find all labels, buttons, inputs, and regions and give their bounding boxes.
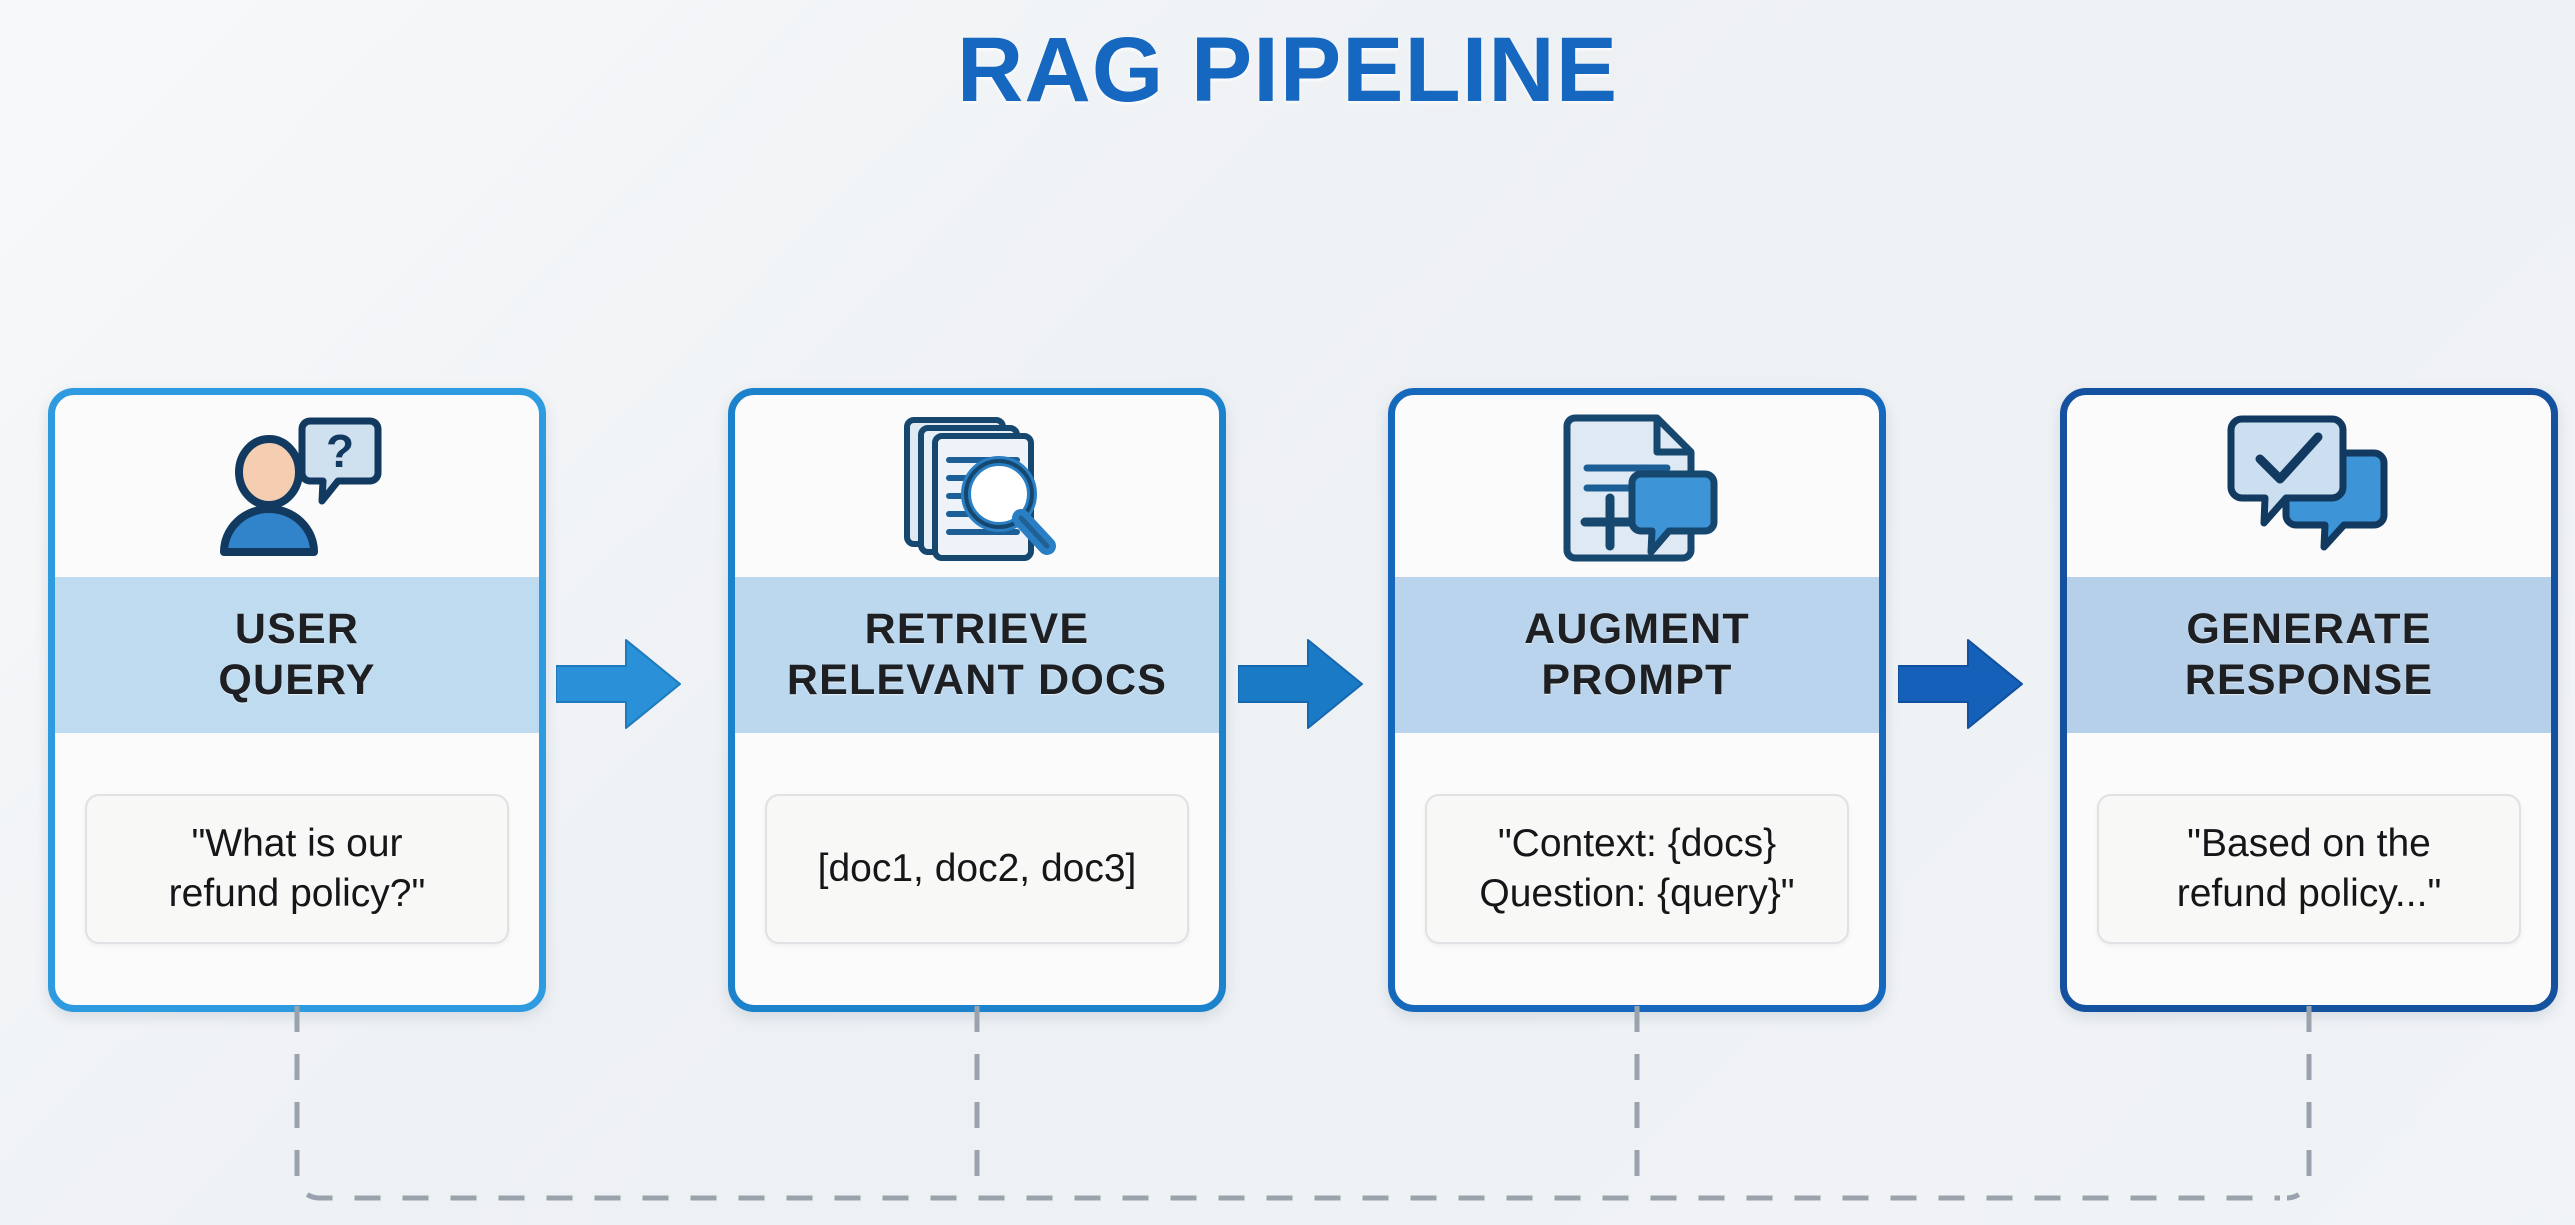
example-line2: Question: {query}" (1479, 872, 1795, 915)
arrow-2 (1237, 636, 1364, 732)
step-card-retrieve-relevant-docs[interactable]: RETRIEVE RELEVANT DOCS [doc1, doc2, doc3… (728, 388, 1226, 1012)
step-label-band: RETRIEVE RELEVANT DOCS (735, 577, 1219, 733)
step-label-band: GENERATE RESPONSE (2067, 577, 2551, 733)
feedback-loop (0, 1000, 2575, 1225)
step-body: "Context: {docs} Question: {query}" (1395, 733, 1879, 1005)
example-line1: [doc1, doc2, doc3] (817, 847, 1137, 891)
step-label-line1: AUGMENT (1524, 605, 1750, 654)
step-card-augment-prompt[interactable]: AUGMENT PROMPT "Context: {docs} Question… (1388, 388, 1886, 1012)
document-plus-chat-icon (1395, 395, 1879, 577)
step-label-line1: GENERATE (2186, 605, 2432, 654)
example-box: "Based on the refund policy..." (2097, 794, 2521, 944)
example-box: [doc1, doc2, doc3] (765, 794, 1189, 944)
user-question-icon: ? (55, 395, 539, 577)
example-line1: "Based on the (2187, 822, 2431, 866)
step-label-line2: RESPONSE (2184, 656, 2434, 704)
example-box: "Context: {docs} Question: {query}" (1425, 794, 1849, 944)
example-line2: refund policy..." (2176, 872, 2442, 915)
example-line1: "Context: {docs} (1497, 822, 1777, 866)
step-label-line1: USER (234, 605, 360, 654)
step-label-line2: PROMPT (1541, 656, 1733, 704)
svg-text:?: ? (326, 425, 354, 477)
step-card-user-query[interactable]: ? USER QUERY "What is our refund policy?… (48, 388, 546, 1012)
chat-check-icon (2067, 395, 2551, 577)
page-title: RAG PIPELINE (956, 19, 1619, 121)
step-body: "Based on the refund policy..." (2067, 733, 2551, 1005)
step-label-line2: RELEVANT DOCS (786, 656, 1168, 704)
step-label-band: USER QUERY (55, 577, 539, 733)
step-label-band: AUGMENT PROMPT (1395, 577, 1879, 733)
step-label-line2: QUERY (218, 656, 376, 704)
step-label-line1: RETRIEVE (864, 605, 1090, 654)
step-body: [doc1, doc2, doc3] (735, 733, 1219, 1005)
documents-search-icon (735, 395, 1219, 577)
step-body: "What is our refund policy?" (55, 733, 539, 1005)
example-box: "What is our refund policy?" (85, 794, 509, 944)
step-card-generate-response[interactable]: GENERATE RESPONSE "Based on the refund p… (2060, 388, 2558, 1012)
arrow-3 (1897, 636, 2024, 732)
example-line1: "What is our (191, 822, 403, 866)
example-line2: refund policy?" (168, 872, 426, 915)
arrow-1 (555, 636, 682, 732)
